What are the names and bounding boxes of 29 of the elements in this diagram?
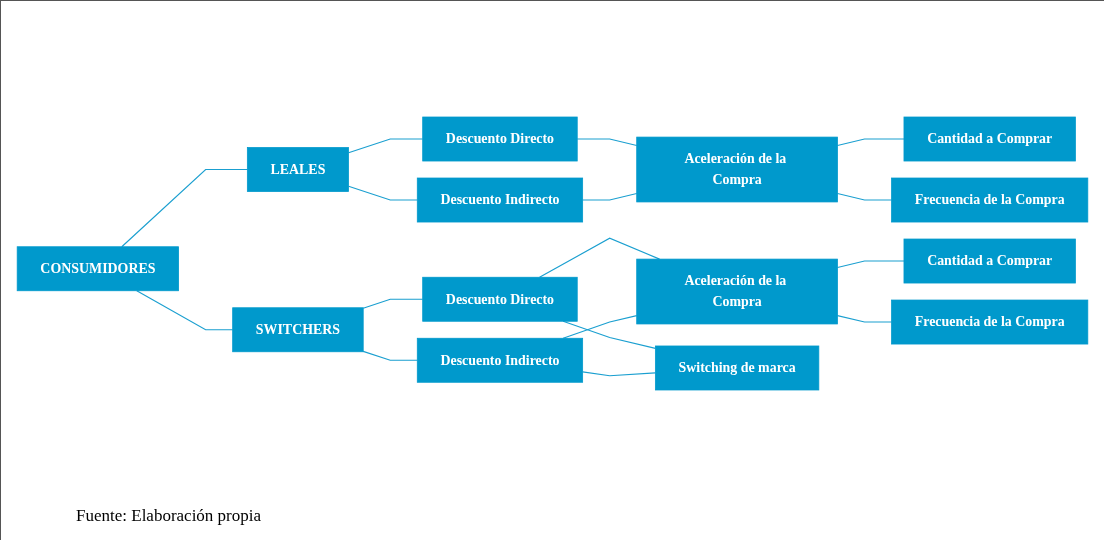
- connector: [562, 315, 638, 339]
- node-box: Descuento Indirecto: [416, 337, 584, 383]
- connector: [362, 298, 424, 309]
- connector: [121, 168, 248, 248]
- connector: [582, 371, 656, 377]
- node-box: LEALES: [246, 147, 349, 192]
- connector: [582, 192, 638, 201]
- node-box: Frecuencia de la Compra: [891, 299, 1089, 345]
- node-box: Cantidad a Comprar: [903, 116, 1076, 162]
- connector: [836, 138, 905, 147]
- node-box: Cantidad a Comprar: [903, 238, 1076, 284]
- node-box: Descuento Directo: [422, 116, 578, 162]
- caption: Fuente: Elaboración propia: [76, 506, 263, 526]
- node-box: Aceleración de la Compra: [636, 136, 838, 203]
- connector: [836, 315, 893, 323]
- connector: [347, 185, 418, 201]
- node-box: CONSUMIDORES: [16, 246, 179, 292]
- node-box: Frecuencia de la Compra: [891, 177, 1089, 223]
- connector: [576, 138, 638, 147]
- connector: [836, 192, 893, 201]
- node-box: Descuento Indirecto: [416, 177, 584, 223]
- connector: [836, 260, 905, 269]
- connector: [136, 290, 234, 331]
- node-box: Aceleración de la Compra: [636, 258, 838, 325]
- node-box: Descuento Directo: [422, 276, 578, 322]
- connector: [347, 138, 424, 154]
- node-box: Switching de marca: [655, 345, 820, 391]
- node-box: SWITCHERS: [232, 307, 364, 353]
- connector: [362, 350, 418, 361]
